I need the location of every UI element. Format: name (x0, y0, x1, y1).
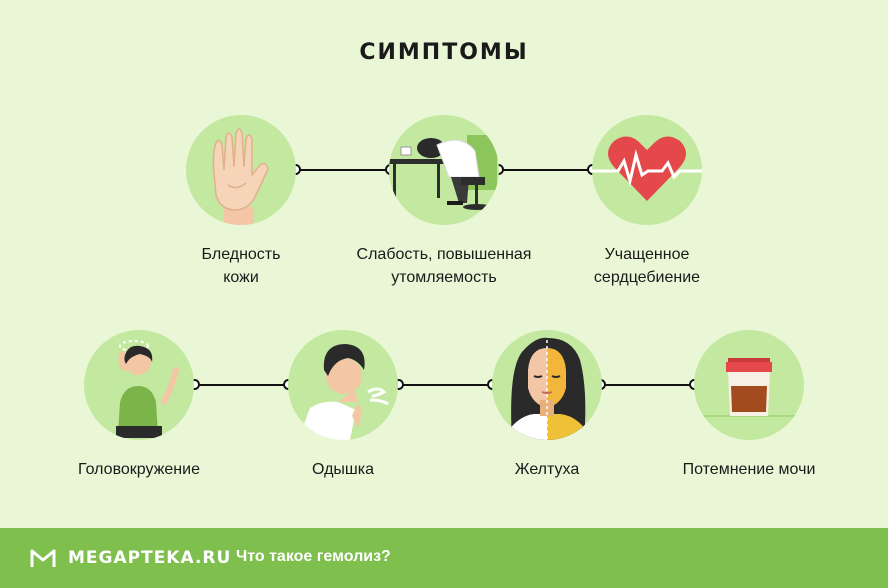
jaundice-face-icon (502, 337, 592, 440)
urine-container-icon (694, 358, 804, 417)
footer-bar: MEGAPTEKA.RU Что такое гемолиз? (0, 528, 888, 588)
pale-hand-icon (212, 128, 269, 225)
symptom-label: Желтуха (514, 461, 580, 478)
connector-1 (296, 169, 390, 171)
dizzy-woman-icon (116, 340, 179, 438)
symptom-label: Головокружение (78, 461, 200, 478)
connector-4 (398, 384, 492, 386)
symptom-dizziness (84, 330, 194, 440)
heartbeat-icon (592, 136, 702, 201)
symptom-label: Одышка (311, 461, 374, 478)
connector-5 (600, 384, 694, 386)
connector-3 (194, 384, 288, 386)
brand-name[interactable]: MEGAPTEKA.RU (68, 548, 232, 568)
page-title: СИМПТОМЫ (359, 40, 529, 65)
breathless-man-icon (298, 344, 389, 440)
article-title: Что такое гемолиз? (236, 548, 391, 565)
symptom-heartbeat (592, 115, 702, 225)
symptom-weakness (389, 115, 499, 225)
symptom-dark-urine (694, 330, 804, 440)
symptom-pale-skin (186, 115, 296, 225)
megapteka-logo-icon (30, 549, 56, 567)
symptom-jaundice (492, 330, 602, 440)
symptom-label: Потемнение мочи (682, 461, 816, 478)
tired-person-icon (389, 135, 497, 210)
connector-2 (498, 169, 592, 171)
symptom-shortness-of-breath (288, 330, 398, 440)
